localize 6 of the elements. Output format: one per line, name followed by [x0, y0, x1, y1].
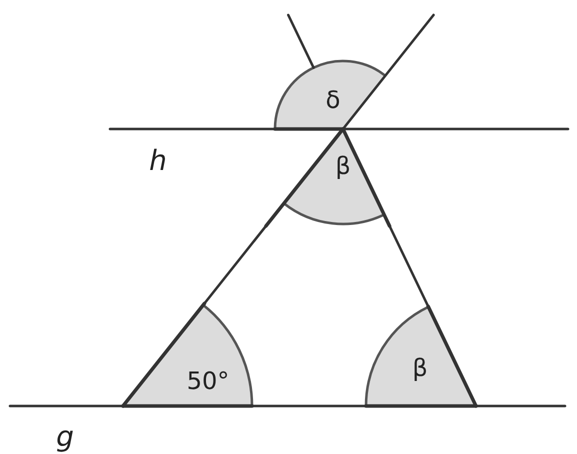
angle-label: β [335, 154, 351, 178]
line-label: h [149, 147, 167, 175]
angle-label: 50° [186, 369, 230, 393]
angle-label: δ [326, 88, 340, 112]
line-label: g [56, 423, 74, 451]
angle-label: β [412, 356, 428, 380]
